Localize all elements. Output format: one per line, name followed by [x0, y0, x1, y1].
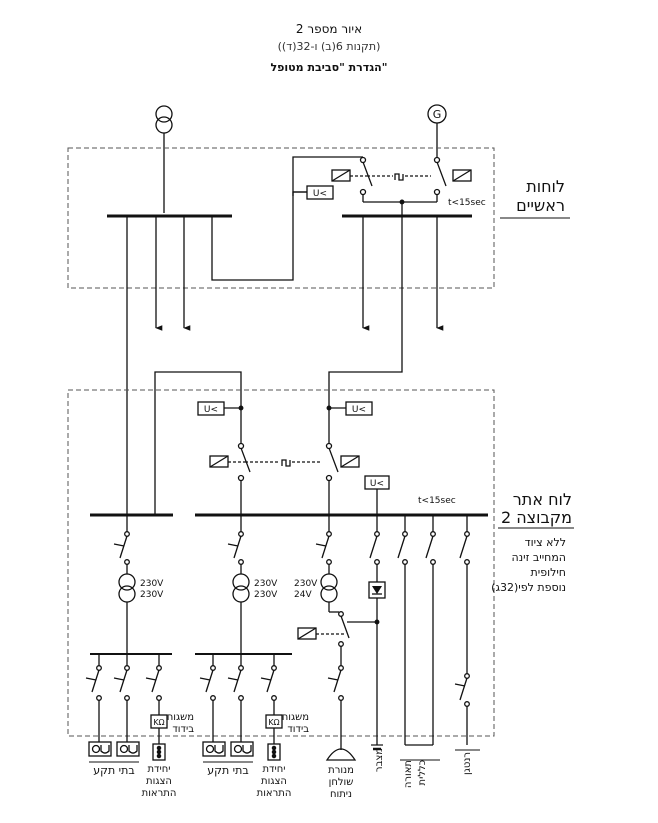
main-panels-label-1: לוחות: [526, 177, 565, 196]
svg-text:230V: 230V: [140, 579, 164, 589]
svg-text:U<: U<: [352, 405, 366, 415]
time-delay-site: t<15sec: [418, 496, 456, 506]
site-panel-box: [67, 389, 495, 737]
site-panel-label-2: מקבוצה 2: [501, 508, 572, 527]
no-equipment-2: המחייב זינה: [512, 551, 566, 564]
main-panels-label-2: ראשיים: [516, 196, 565, 215]
xray-label: רנטגן: [462, 752, 473, 775]
surgical-lamp-line-1: מנורת: [328, 765, 354, 776]
alarm-2-line-2: הצגות: [261, 776, 287, 787]
svg-text:U<: U<: [204, 405, 218, 415]
surgical-lamp-line-2: שולחן: [329, 777, 354, 788]
uv-relay-site-right: U<: [326, 401, 373, 416]
figure-heading: הגדרת "סביבת מטופל": [270, 61, 388, 74]
lamp-changeover: [297, 611, 350, 745]
alarm-2-line-3: התראות: [257, 788, 292, 799]
svg-text:KΩ: KΩ: [268, 718, 279, 727]
socket-outlets-1-icon: [88, 741, 140, 763]
alarm-panel-1-icon: [152, 743, 166, 761]
right-bus-feeders: [154, 216, 444, 515]
generator-label: G: [433, 108, 442, 121]
alarm-panel-2-icon: [267, 743, 281, 761]
socket-outlets-2-icon: [202, 741, 254, 763]
sockets-label-2: בתי תקע: [207, 764, 248, 777]
site-breakers: [113, 515, 470, 746]
surgical-lamp-icon: [325, 745, 357, 761]
no-equipment-3: חילופית: [531, 566, 566, 579]
svg-text:משגוח: משגוח: [167, 712, 194, 723]
surgical-lamp-line-3: ניתוח: [330, 789, 352, 800]
battery-label: מצבר: [374, 748, 385, 772]
supply-transformer-icon: [155, 105, 173, 213]
svg-text:בידוד: בידוד: [287, 724, 309, 735]
general-light-line-2: כללית: [417, 760, 428, 785]
rectifier-icon: [347, 581, 386, 745]
figure-subtitle: (תקנות 6(ב) ו-32(ד)): [277, 40, 381, 53]
time-delay-main: t<15sec: [448, 198, 486, 208]
main-changeover-switch: [331, 156, 472, 216]
svg-text:U<: U<: [370, 479, 384, 489]
site-changeover-switch: [209, 442, 360, 515]
uv-relay-main: U<: [293, 185, 334, 200]
svg-text:U<: U<: [313, 189, 327, 199]
svg-text:230V: 230V: [294, 579, 318, 589]
svg-text:24V: 24V: [294, 590, 312, 600]
svg-text:230V: 230V: [254, 579, 278, 589]
main-panels-box: [67, 147, 495, 289]
svg-text:KΩ: KΩ: [153, 718, 164, 727]
no-equipment-4: נוספת לפי(32ג): [491, 581, 566, 594]
sockets-label-1: בתי תקע: [93, 764, 134, 777]
isolation-transformer-2: 230V 230V: [232, 573, 278, 654]
alarm-1-line-3: התראות: [142, 788, 177, 799]
insulation-monitor-1: KΩ משגוח בידוד: [150, 712, 194, 744]
svg-text:בידוד: בידוד: [172, 724, 194, 735]
xray-breaker: [454, 673, 470, 745]
isolation-transformer-1: 230V 230V: [118, 573, 164, 654]
no-equipment-1: ללא ציוד: [525, 536, 566, 549]
svg-text:230V: 230V: [254, 590, 278, 600]
battery-icon: [371, 744, 383, 751]
svg-text:משגוח: משגוח: [282, 712, 309, 723]
uv-relay-battery: U<: [364, 475, 390, 515]
alarm-2-line-1: יחידת: [262, 764, 285, 775]
figure-title: איור מספר 2: [295, 22, 363, 36]
alarm-1-line-1: יחידת: [147, 764, 170, 775]
generator-icon: G: [427, 104, 447, 158]
site-panel-label-1: לוח אתר: [513, 490, 572, 509]
svg-text:230V: 230V: [140, 590, 164, 600]
it-breakers-2: [199, 654, 277, 742]
it-breakers-1: [85, 654, 162, 742]
alarm-1-line-2: הצגות: [146, 776, 172, 787]
insulation-monitor-2: KΩ משגוח בידוד: [265, 712, 309, 744]
uv-relay-site-left: U<: [197, 401, 244, 416]
isolation-transformer-3: 230V 24V: [294, 573, 338, 612]
general-light-line-1: תאורה: [403, 760, 414, 788]
